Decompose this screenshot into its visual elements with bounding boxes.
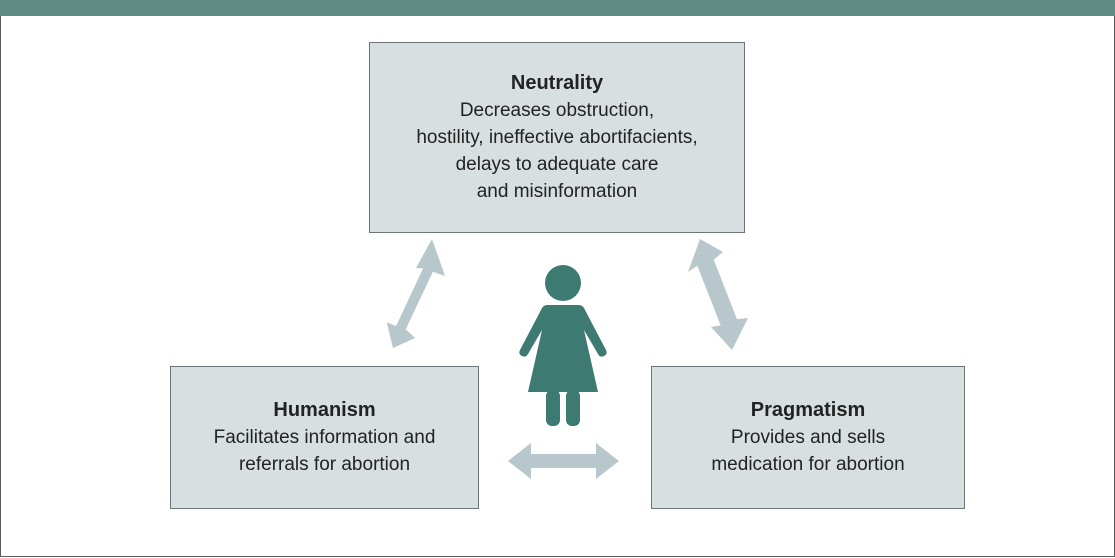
woman-figure-icon <box>519 265 607 426</box>
neutrality-box: Neutrality Decreases obstruction, hostil… <box>369 42 745 233</box>
neutrality-line-4: and misinformation <box>476 181 638 202</box>
humanism-line-1: Facilitates information and <box>213 427 436 448</box>
pragmatism-line-2: medication for abortion <box>711 454 905 475</box>
neutrality-line-1: Decreases obstruction, <box>459 100 655 121</box>
humanism-title: Humanism <box>273 399 376 421</box>
humanism-line-2: referrals for abortion <box>238 454 411 475</box>
pragmatism-box: Pragmatism Provides and sells medication… <box>651 366 965 509</box>
double-arrow-icon-neutrality-pragmatism <box>688 239 748 350</box>
humanism-box: Humanism Facilitates information and ref… <box>170 366 479 509</box>
double-arrow-icon-neutrality-humanism <box>386 239 445 348</box>
double-arrow-icon-humanism-pragmatism <box>508 443 619 479</box>
neutrality-line-2: hostility, ineffective abortifacients, <box>416 127 698 148</box>
neutrality-line-3: delays to adequate care <box>455 154 659 175</box>
neutrality-title: Neutrality <box>510 72 604 94</box>
header-bar <box>0 0 1115 16</box>
pragmatism-title: Pragmatism <box>750 399 866 421</box>
pragmatism-line-1: Provides and sells <box>730 427 886 448</box>
